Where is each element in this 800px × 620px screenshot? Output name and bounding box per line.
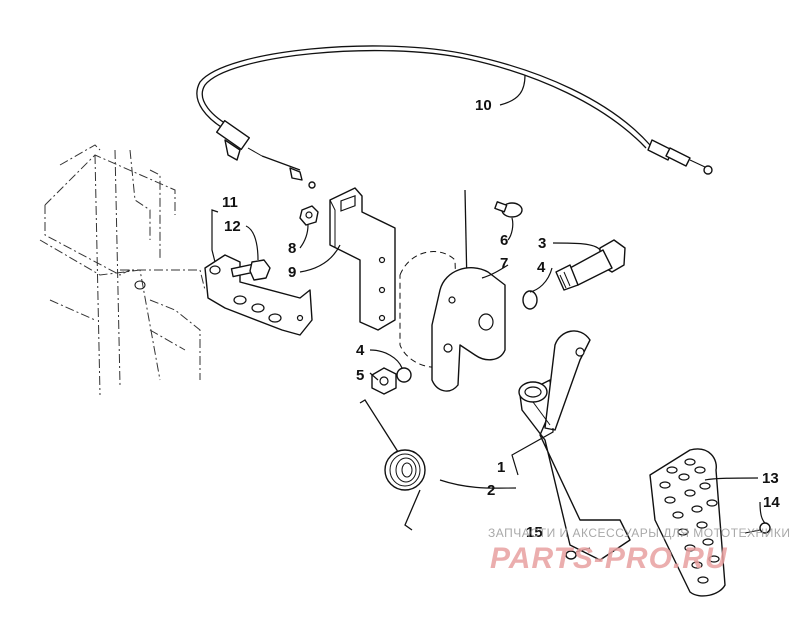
callout-14: 14 <box>763 494 780 511</box>
washer-lower <box>396 367 412 383</box>
foot-pad <box>649 448 726 597</box>
callout-3: 3 <box>538 235 546 252</box>
callout-13: 13 <box>762 470 779 487</box>
callout-labels: 10 1 2 3 4 4 5 6 7 8 9 11 12 13 14 15 <box>222 97 780 541</box>
foot-pad-holes <box>659 458 720 584</box>
callout-7: 7 <box>500 255 508 272</box>
mounting-bracket <box>204 254 313 336</box>
watermark-logo: PARTS-PRO.RU <box>490 542 728 575</box>
throttle-cable <box>196 45 713 189</box>
pedal-arm <box>518 330 631 561</box>
callout-4-lower: 4 <box>356 342 365 359</box>
callout-4-upper: 4 <box>537 259 546 276</box>
callout-6: 6 <box>500 232 508 249</box>
bracket-nut <box>299 205 319 226</box>
callout-15: 15 <box>526 524 543 541</box>
pad-nut <box>565 547 591 560</box>
callout-12: 12 <box>224 218 241 235</box>
callout-10: 10 <box>475 97 492 114</box>
shoulder-bolt <box>555 239 626 291</box>
lock-nut <box>371 367 397 395</box>
callout-5: 5 <box>356 367 364 384</box>
mounting-bolt <box>230 259 271 281</box>
chassis-frame <box>39 144 206 396</box>
callout-1: 1 <box>497 459 505 476</box>
cable-bracket <box>329 187 396 331</box>
callout-2: 2 <box>487 482 495 499</box>
washer-upper <box>522 290 538 310</box>
callout-11: 11 <box>222 194 238 211</box>
watermark: ЗАПЧАСТИ И АКСЕССУАРЫ ДЛЯ МОТОТЕХНИКИ PA… <box>488 526 790 575</box>
pivot-plate <box>431 189 506 392</box>
plate-screw <box>494 201 523 218</box>
callout-8: 8 <box>288 240 296 257</box>
torsion-spring <box>359 399 426 531</box>
callout-9: 9 <box>288 264 296 281</box>
watermark-tagline: ЗАПЧАСТИ И АКСЕССУАРЫ ДЛЯ МОТОТЕХНИКИ <box>488 526 790 540</box>
leader-lines <box>211 74 766 524</box>
